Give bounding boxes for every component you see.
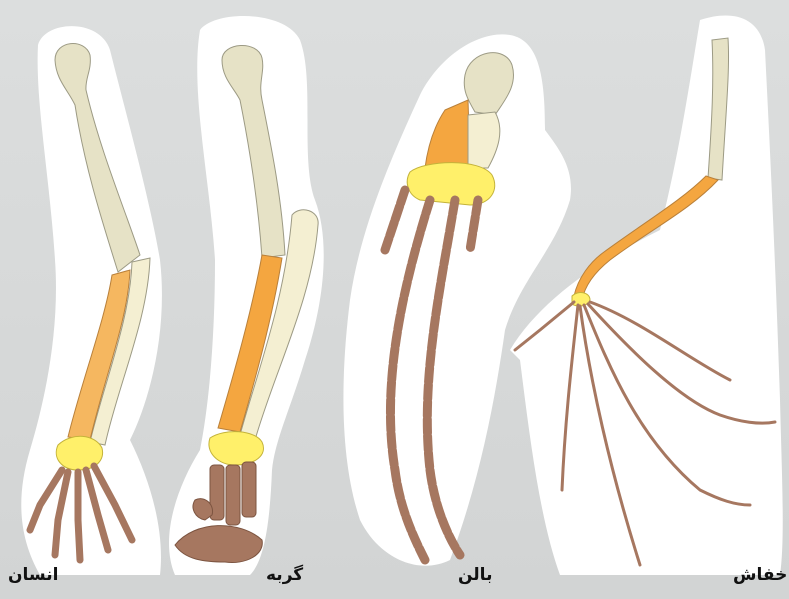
label-bat: خفاش: [733, 565, 787, 585]
label-cat: گربه: [266, 565, 303, 585]
bat-limb: [510, 15, 783, 575]
bat-wing-membrane: [510, 15, 783, 575]
human-limb: [21, 26, 162, 575]
label-whale: بالن: [458, 565, 492, 585]
cat-limb: [169, 16, 324, 575]
label-human: انسان: [8, 565, 58, 585]
whale-limb: [343, 34, 571, 565]
